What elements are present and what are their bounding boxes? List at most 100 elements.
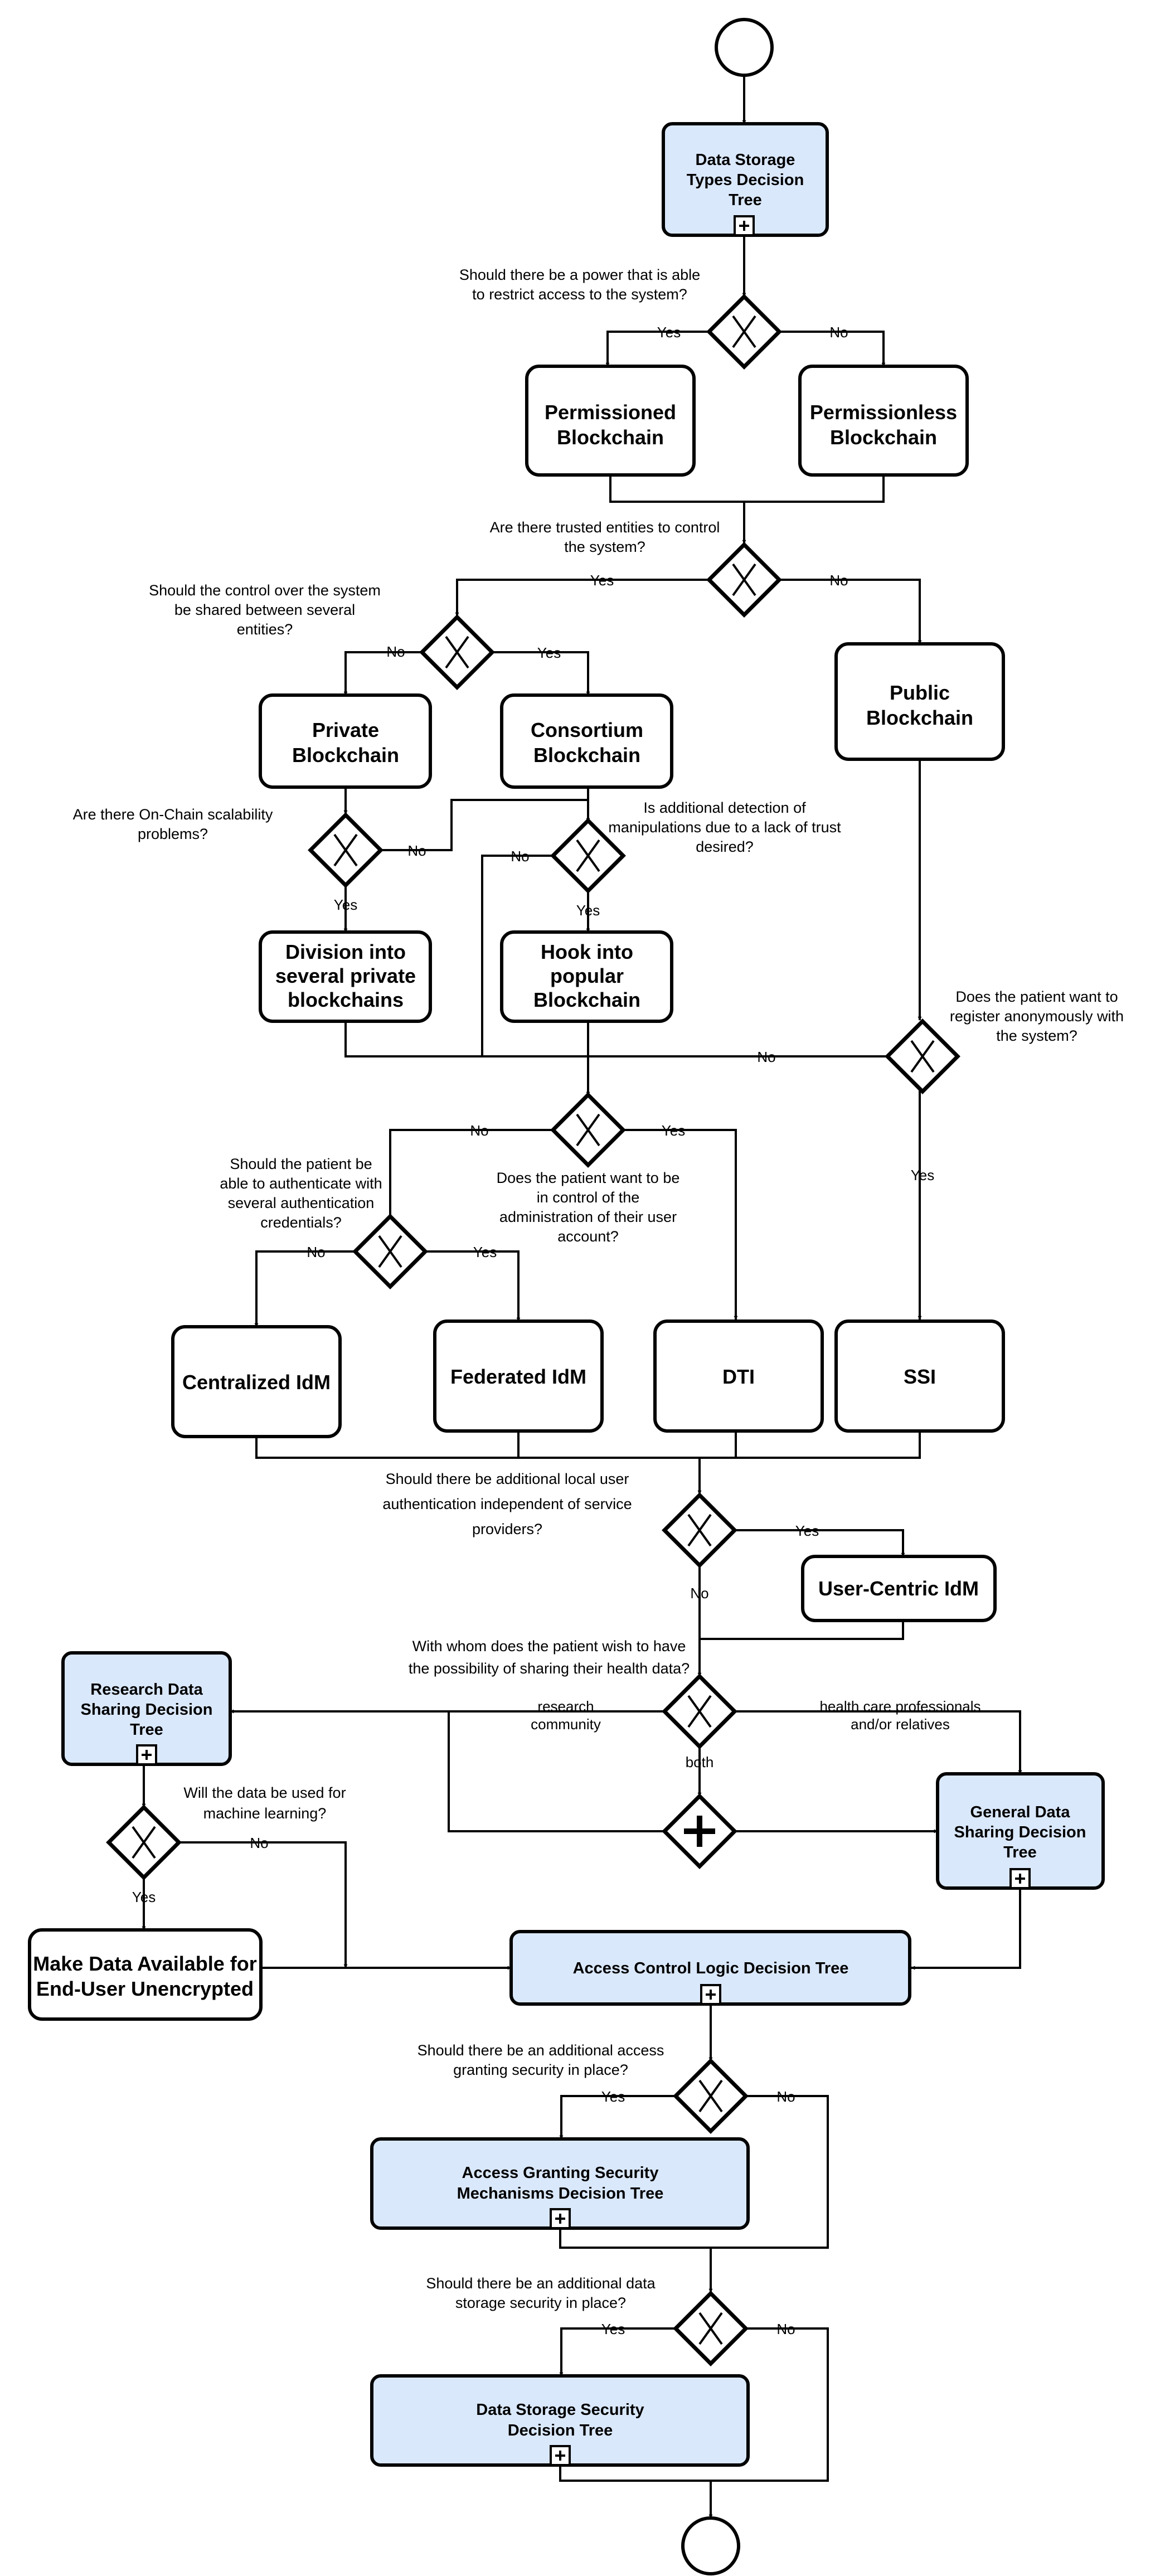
q11-yes-label: Yes [132, 1889, 156, 1905]
q6-yes-label: Yes [911, 1167, 934, 1183]
user-centric-idm-node [801, 1555, 997, 1622]
dti-label: DTI [722, 1365, 755, 1388]
acl-label: Access Control Logic Decision Tree [573, 1959, 849, 1977]
division-private-blockchains-node [259, 930, 432, 1023]
q13-no-label: No [776, 2321, 795, 2337]
permissionless-blockchain-node [798, 365, 969, 477]
q4-no-label: No [407, 842, 426, 859]
q12-yes-label: Yes [601, 2088, 625, 2105]
public-blockchain-node [834, 642, 1005, 761]
q2-no-label: No [829, 572, 848, 589]
q8-no-label: No [307, 1244, 325, 1260]
end-event [681, 2516, 740, 2575]
plus-square-icon [700, 1984, 721, 2005]
exclusive-gateway-q9 [662, 1492, 737, 1568]
q12-no-label: No [776, 2088, 795, 2105]
centralized-label: Centralized IdM [182, 1371, 331, 1394]
federated-label: Federated IdM [450, 1365, 586, 1388]
q9-no-label: No [690, 1585, 708, 1602]
q5-no-label: No [511, 848, 529, 865]
q11-no-label: No [250, 1835, 268, 1851]
q1-no-label: No [829, 324, 848, 341]
q5-yes-label: Yes [576, 902, 600, 919]
q7-yes-label: Yes [662, 1122, 685, 1139]
exclusive-gateway-q11 [106, 1804, 182, 1880]
parallel-gateway [662, 1793, 737, 1869]
subprocess-markers [136, 215, 1031, 2466]
flow-labels: Yes No Yes No No Yes No Yes No Yes No Ye… [132, 324, 981, 2337]
task-nodes [28, 122, 1105, 2467]
plus-square-icon [136, 1744, 157, 1765]
centralized-idm-node [171, 1325, 342, 1438]
hook-popular-blockchain-node [500, 930, 673, 1023]
federated-idm-node [433, 1319, 604, 1433]
usercentric-label: User-Centric IdM [818, 1577, 979, 1600]
start-event [715, 18, 774, 77]
sequence-flows [142, 75, 1022, 2519]
exclusive-gateway-q5 [550, 818, 626, 894]
make-data-available-node [28, 1928, 263, 2021]
q13-yes-label: Yes [601, 2321, 625, 2337]
private-blockchain-node [259, 693, 432, 789]
plus-square-icon [550, 2445, 571, 2466]
q8-yes-label: Yes [473, 1244, 497, 1260]
q1-yes-label: Yes [657, 324, 681, 341]
q3-yes-label: Yes [537, 644, 561, 661]
ssi-node [834, 1319, 1005, 1433]
exclusive-gateway-q8 [352, 1214, 428, 1289]
gateways [106, 294, 960, 2366]
exclusive-gateway-q2 [706, 542, 782, 618]
exclusive-gateway-q6 [885, 1018, 960, 1094]
permissioned-blockchain-node [525, 365, 696, 477]
q4-yes-label: Yes [334, 896, 357, 913]
exclusive-gateway-q12 [673, 2058, 749, 2134]
exclusive-gateway-q7 [550, 1092, 626, 1168]
dti-node [653, 1319, 824, 1433]
q3-no-label: No [386, 643, 405, 660]
q7-no-label: No [470, 1122, 488, 1139]
exclusive-gateway-q3 [419, 614, 495, 690]
exclusive-gateway-q1 [706, 294, 782, 370]
plus-square-icon [1009, 1868, 1031, 1889]
plus-square-icon [734, 215, 755, 236]
exclusive-gateway-q10 [662, 1673, 737, 1749]
q2-yes-label: Yes [590, 572, 614, 589]
q6-no-label: No [757, 1049, 775, 1065]
exclusive-gateway-q13 [673, 2291, 749, 2366]
ssi-label: SSI [904, 1365, 936, 1388]
q9-yes-label: Yes [795, 1522, 819, 1539]
q10-both-label: both [686, 1754, 714, 1770]
plus-square-icon [550, 2208, 571, 2229]
exclusive-gateway-q4 [308, 812, 384, 888]
